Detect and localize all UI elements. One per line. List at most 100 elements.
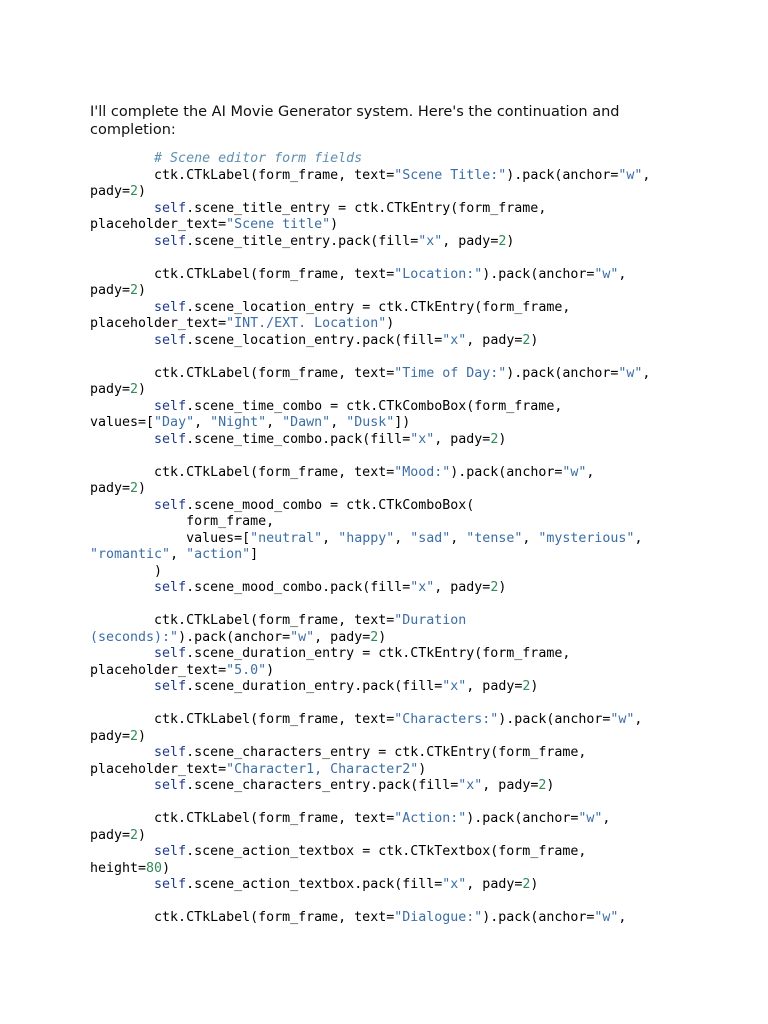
code-text: ) <box>138 382 147 397</box>
code-text: ).pack(anchor= <box>466 811 579 826</box>
code-text: ] <box>250 547 259 562</box>
code-text: ).pack(anchor= <box>178 629 291 645</box>
code-block: # Scene editor form fields ctk.CTkLabel(… <box>90 151 680 927</box>
code-text: values=[ <box>90 415 155 430</box>
code-text: ) <box>386 316 395 331</box>
code-line <box>90 250 680 267</box>
code-string: "Dusk" <box>346 415 395 430</box>
code-text: ) <box>530 679 539 694</box>
code-text: , pady= <box>482 778 539 793</box>
code-text: ) <box>138 827 147 843</box>
code-number: 2 <box>522 332 531 348</box>
code-line <box>90 597 680 614</box>
code-text: ctk.CTkLabel(form_frame, text= <box>90 910 395 925</box>
code-text: placeholder_text= <box>90 217 227 232</box>
code-string: (seconds):" <box>90 629 179 645</box>
code-keyword: self <box>154 398 187 414</box>
code-line: self.scene_location_entry = ctk.CTkEntry… <box>90 300 680 317</box>
code-text: ) <box>330 217 339 232</box>
code-number: 2 <box>490 580 499 595</box>
code-line: placeholder_text="INT./EXT. Location") <box>90 316 680 333</box>
code-number: 2 <box>130 382 139 397</box>
code-text: , pady= <box>466 877 523 892</box>
code-text: .scene_title_entry.pack(fill= <box>186 233 419 249</box>
code-text: ) <box>138 283 147 298</box>
code-text: ).pack(anchor= <box>482 910 595 925</box>
code-text: , pady= <box>466 332 523 348</box>
code-number: 2 <box>522 679 531 694</box>
code-text <box>90 679 154 694</box>
code-line: self.scene_title_entry.pack(fill="x", pa… <box>90 234 680 251</box>
code-text: , <box>618 266 627 282</box>
code-string: "happy" <box>338 530 395 546</box>
code-line: pady=2) <box>90 481 680 498</box>
code-line <box>90 448 680 465</box>
code-text <box>90 646 154 661</box>
code-line: (seconds):").pack(anchor="w", pady=2) <box>90 630 680 647</box>
code-string: "5.0" <box>226 662 267 678</box>
code-text: .scene_mood_combo.pack(fill= <box>186 580 411 595</box>
code-text: , <box>642 365 651 381</box>
code-line: self.scene_location_entry.pack(fill="x",… <box>90 333 680 350</box>
code-line: self.scene_duration_entry.pack(fill="x",… <box>90 679 680 696</box>
code-text: , <box>194 415 211 430</box>
code-string: "Dawn" <box>282 415 331 430</box>
code-string: "x" <box>442 332 467 348</box>
code-text: , <box>450 530 467 546</box>
code-text: placeholder_text= <box>90 316 227 331</box>
code-text: .scene_time_combo = ctk.CTkComboBox(form… <box>186 398 563 414</box>
code-keyword: self <box>154 745 187 760</box>
code-string: "Night" <box>210 415 267 430</box>
code-text: , <box>634 530 643 546</box>
code-string: "x" <box>410 431 435 447</box>
code-number: 2 <box>130 283 139 298</box>
code-text: , <box>394 530 411 546</box>
code-line: values=["neutral", "happy", "sad", "tens… <box>90 531 680 548</box>
code-line: self.scene_title_entry = ctk.CTkEntry(fo… <box>90 201 680 218</box>
code-string: "x" <box>442 679 467 694</box>
code-text: ) <box>546 778 555 793</box>
code-string: "w" <box>290 629 315 645</box>
code-keyword: self <box>154 877 187 892</box>
code-text <box>90 877 154 892</box>
code-line: self.scene_duration_entry = ctk.CTkEntry… <box>90 646 680 663</box>
code-line: placeholder_text="5.0") <box>90 663 680 680</box>
code-string: "w" <box>618 167 643 183</box>
code-text: .scene_time_combo.pack(fill= <box>186 431 411 447</box>
code-keyword: self <box>154 497 187 513</box>
code-text: .scene_characters_entry.pack(fill= <box>186 778 459 793</box>
code-text: .scene_title_entry = ctk.CTkEntry(form_f… <box>186 200 547 216</box>
code-text: ]) <box>394 415 411 430</box>
code-text: ) <box>90 563 163 579</box>
code-line: placeholder_text="Character1, Character2… <box>90 762 680 779</box>
code-string: "Scene Title:" <box>394 167 507 183</box>
code-keyword: self <box>154 844 187 859</box>
code-string: "w" <box>562 464 587 480</box>
code-string: "action" <box>186 547 251 562</box>
code-string: "mysterious" <box>538 530 635 546</box>
code-text: , <box>266 415 283 430</box>
code-string: "Time of Day:" <box>394 365 507 381</box>
code-keyword: self <box>154 200 187 216</box>
code-text: , <box>586 464 595 480</box>
code-keyword: self <box>154 679 187 694</box>
code-text: ).pack(anchor= <box>482 266 595 282</box>
code-text: ).pack(anchor= <box>450 464 563 480</box>
code-text: , pady= <box>434 431 491 447</box>
code-string: "w" <box>618 365 643 381</box>
code-text: , <box>330 415 347 430</box>
code-text: , <box>634 712 643 727</box>
code-line: ) <box>90 564 680 581</box>
code-keyword: self <box>154 431 187 447</box>
code-line: ctk.CTkLabel(form_frame, text="Mood:").p… <box>90 465 680 482</box>
code-string: "x" <box>410 580 435 595</box>
code-text: ) <box>138 184 147 199</box>
code-line: self.scene_time_combo = ctk.CTkComboBox(… <box>90 399 680 416</box>
code-string: "romantic" <box>90 547 171 562</box>
code-text: placeholder_text= <box>90 662 227 678</box>
code-text: pady= <box>90 827 131 843</box>
code-text: ) <box>138 728 147 744</box>
code-string: "x" <box>418 233 443 249</box>
code-line: values=["Day", "Night", "Dawn", "Dusk"]) <box>90 415 680 432</box>
code-text: ) <box>378 629 387 645</box>
